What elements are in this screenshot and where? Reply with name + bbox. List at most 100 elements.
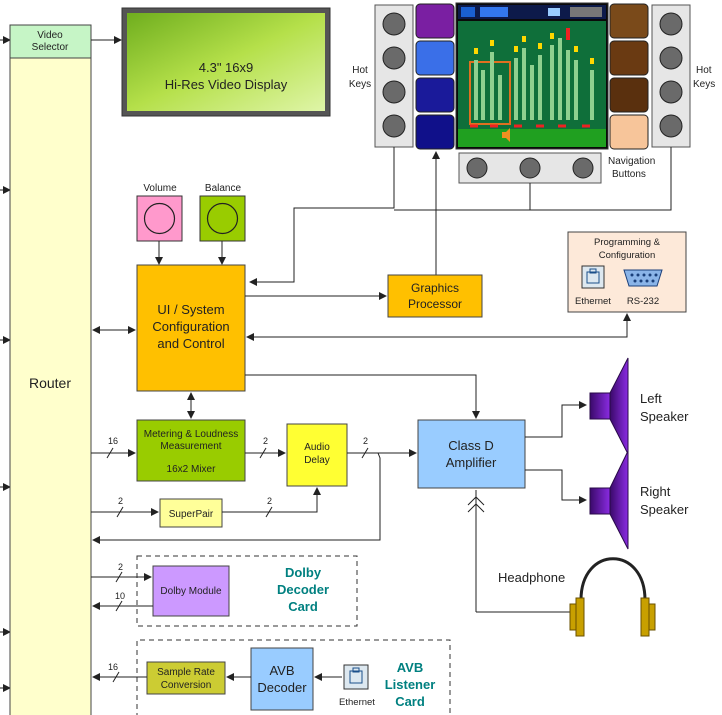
hot-key-button[interactable] — [382, 46, 406, 70]
soft-key[interactable] — [609, 77, 649, 113]
amp-to-right-speaker-arrow — [525, 469, 587, 504]
bus-width-label: 2 — [118, 496, 123, 506]
src-label-1: Sample Rate — [157, 667, 215, 678]
soft-key[interactable] — [415, 114, 455, 150]
display-label-1: 4.3" 16x9 — [199, 60, 254, 75]
src-to-router-bus: 16 — [92, 662, 147, 683]
ui-to-amplifier-arrow — [245, 374, 480, 419]
dolby-card-label-1: Dolby — [285, 565, 322, 580]
superpair-block: SuperPair — [159, 498, 223, 528]
router-to-dolby-bus: 2 — [91, 562, 152, 583]
balance-label: Balance — [205, 183, 242, 194]
nav-button[interactable] — [519, 157, 541, 179]
programming-block: Programming & Configuration Ethernet RS-… — [567, 231, 687, 313]
hot-keys-right-label-2: Keys — [693, 79, 715, 90]
hot-key-button[interactable] — [659, 80, 683, 104]
bus-width-label: 16 — [108, 662, 118, 672]
video-selector-label-2: Selector — [32, 42, 69, 53]
bus-width-label: 2 — [263, 436, 268, 446]
class-d-amplifier-block: Class D Amplifier — [417, 419, 526, 489]
avb-card-label-2: Listener — [385, 677, 436, 692]
soft-key[interactable] — [415, 77, 455, 113]
navigation-buttons: Navigation Buttons — [458, 152, 655, 184]
ui-control-block: UI / System Configuration and Control — [136, 264, 246, 392]
superpair-label: SuperPair — [169, 509, 214, 520]
amplifier-label-2: Amplifier — [446, 455, 497, 470]
router-to-superpair-bus: 2 — [91, 496, 159, 518]
bus-width-label: 10 — [115, 591, 125, 601]
soft-key[interactable] — [609, 40, 649, 76]
video-selector-block: Video Selector — [9, 24, 92, 59]
audio-delay-label-1: Audio — [304, 442, 330, 453]
soft-key[interactable] — [415, 3, 455, 39]
hot-keys-left: Hot Keys — [349, 4, 414, 148]
ui-control-label-3: and Control — [157, 336, 224, 351]
dolby-card-label-2: Decoder — [277, 582, 329, 597]
bus-width-label: 2 — [118, 562, 123, 572]
graphics-label-2: Processor — [408, 297, 462, 311]
metering-to-delay-bus: 2 — [245, 436, 286, 459]
volume-knob[interactable] — [143, 202, 176, 235]
amp-to-left-speaker-arrow — [525, 401, 587, 438]
right-speaker-label-1: Right — [640, 484, 671, 499]
bus-width-label: 16 — [108, 436, 118, 446]
avb-listener-card: Sample Rate Conversion AVB Decoder Ether… — [136, 639, 451, 715]
ethernet-port-icon — [581, 265, 605, 289]
bus-width-label: 2 — [267, 496, 272, 506]
balance-control: Balance — [199, 183, 246, 242]
left-edge-arrows — [0, 36, 11, 692]
graphics-label-1: Graphics — [411, 281, 459, 295]
delay-to-amp-bus: 2 — [347, 436, 417, 459]
audio-delay-block: Audio Delay — [286, 423, 348, 487]
ui-control-label-2: Configuration — [152, 319, 229, 334]
video-selector-label-1: Video — [37, 30, 63, 41]
hot-key-button[interactable] — [659, 46, 683, 70]
metering-label-1: Metering & Loudness — [144, 429, 239, 440]
meter-screen — [455, 2, 609, 150]
hot-key-button[interactable] — [382, 12, 406, 36]
router-label: Router — [29, 375, 71, 391]
volume-label: Volume — [143, 183, 177, 194]
headphone-icon — [569, 557, 656, 637]
nav-button[interactable] — [572, 157, 594, 179]
hot-keys-left-label-2: Keys — [349, 79, 371, 90]
programming-label-1: Programming & — [594, 237, 661, 248]
dolby-decoder-card: Dolby Module Dolby Decoder Card — [136, 555, 358, 627]
nav-buttons-label-2: Buttons — [612, 169, 646, 180]
soft-key[interactable] — [609, 3, 649, 39]
ui-programming-link — [247, 313, 631, 338]
src-label-2: Conversion — [161, 680, 212, 691]
avb-decoder-label-2: Decoder — [257, 680, 307, 695]
nav-buttons-label-1: Navigation — [608, 156, 655, 167]
ethernet-label: Ethernet — [575, 296, 611, 307]
avb-card-label-1: AVB — [397, 660, 423, 675]
graphics-processor-block: Graphics Processor — [387, 274, 483, 318]
soft-keys-left — [415, 3, 455, 150]
rs232-label: RS-232 — [627, 296, 659, 307]
dolby-to-router-bus: 10 — [92, 591, 153, 612]
avb-decoder-label-1: AVB — [269, 663, 294, 678]
soft-key[interactable] — [415, 40, 455, 76]
headphone-connection — [467, 490, 575, 613]
balance-knob[interactable] — [206, 202, 239, 235]
soft-keys-right — [609, 3, 649, 150]
programming-label-2: Configuration — [599, 250, 656, 261]
router-block: Router — [9, 57, 92, 715]
rs232-port-icon — [623, 269, 663, 287]
bus-width-label: 2 — [363, 436, 368, 446]
soft-key[interactable] — [609, 114, 649, 150]
hot-key-button[interactable] — [382, 80, 406, 104]
hot-keys-left-label-1: Hot — [352, 65, 368, 76]
hot-key-button[interactable] — [659, 114, 683, 138]
superpair-to-delay-bus: 2 — [222, 487, 321, 518]
left-speaker-icon: Left Speaker — [589, 357, 689, 455]
right-speaker-label-2: Speaker — [640, 502, 689, 517]
nav-button[interactable] — [466, 157, 488, 179]
right-speaker-icon: Right Speaker — [589, 450, 689, 550]
dolby-module-label: Dolby Module — [160, 586, 222, 597]
left-speaker-label-2: Speaker — [640, 409, 689, 424]
hot-key-button[interactable] — [659, 12, 683, 36]
headphone-label: Headphone — [498, 570, 565, 585]
hot-key-button[interactable] — [382, 114, 406, 138]
